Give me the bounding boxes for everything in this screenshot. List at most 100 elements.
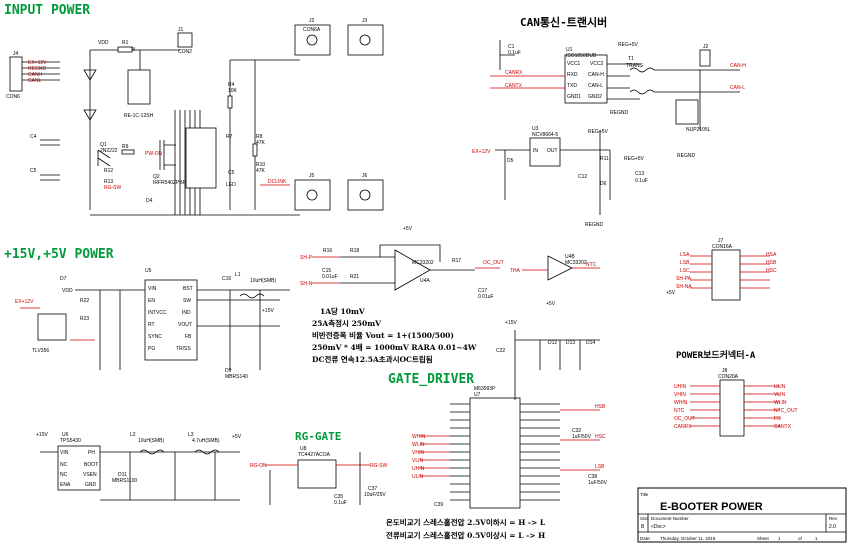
opamp-u4a [394, 249, 431, 291]
net-hsc: HSC [766, 268, 777, 274]
pin-bst: BST [183, 286, 193, 292]
label-j3: J3 [362, 18, 368, 24]
label-r8: R8 [256, 134, 263, 140]
label-relay: RE-1C-12SH [124, 113, 154, 119]
regulator-u3 [529, 137, 561, 167]
label-u5: U5 [145, 268, 152, 274]
label-r4: R4 [228, 82, 235, 88]
opamp-u4b [547, 255, 573, 281]
svg-text:REGND: REGND [28, 66, 46, 72]
label-led: LED [226, 182, 236, 188]
label-u7: U7 [474, 392, 481, 398]
net-j8-cantx: CANTX [774, 424, 792, 430]
label-tlv: TLV356 [32, 348, 49, 354]
label-l2-val: 10uH(SMB) [138, 438, 164, 444]
net-hsa: HSA [766, 252, 777, 258]
pin-txd: TXD [567, 83, 577, 89]
label-u3-part: NCV8664-5 [532, 132, 558, 138]
label-l3: L3 [188, 432, 194, 438]
label-r23: R23 [80, 316, 89, 322]
label-q2: Q2 [153, 174, 160, 180]
label-r7: R7 [226, 134, 233, 140]
note-line2: 25A측정시 250mV [312, 318, 381, 328]
net-canrx: CANRX [505, 70, 523, 76]
note-line5: DC전류 연속12.5A초과시OC트립됨 [312, 354, 433, 364]
net-ex12v-2: EX+12V [15, 299, 34, 305]
label-c13: C13 [635, 171, 644, 177]
label-15v-gd: +15V [505, 320, 517, 326]
label-l1-val: 10uH(SMB) [250, 278, 276, 284]
net-j8-oc-out: OC_OUT [674, 416, 695, 422]
note-bottom-1: 온도비교기 스레스홀전압 2.5V이하시 = H -> L [386, 517, 546, 527]
net-j8-vhin: VHIN [674, 392, 686, 398]
svg-text:+5V: +5V [546, 301, 556, 307]
net-hsc-gd: HSC [595, 434, 606, 440]
label-r4-val: 10K [228, 88, 238, 94]
pin-vcc1: VCC1 [567, 61, 581, 67]
net-j8-ntc-out: NTC_OUT [774, 408, 798, 414]
svg-text:EX+12V: EX+12V [28, 60, 47, 66]
net-vlin: VLIN [412, 458, 424, 464]
pin-en: EN [148, 298, 155, 304]
label-c17: C17 [478, 288, 487, 294]
title-label: Title [640, 492, 649, 497]
net-lsb-gd: LSB [595, 464, 605, 470]
sheet-label: Sheet [757, 536, 770, 541]
label-c35-val: 0.1uF [334, 500, 347, 506]
label-r13: R13 [104, 179, 113, 185]
label-u4a: U4A [420, 278, 430, 284]
label-regnd: REGND [610, 110, 628, 116]
connector-j8-block: J8 CON20A UHIN VHIN WHIN NTC OC_OUT CANR… [674, 368, 798, 437]
of-value: 1 [815, 536, 818, 541]
connector-j3 [347, 24, 384, 56]
ic-u1 [564, 54, 608, 104]
label-l2: L2 [130, 432, 136, 438]
label-d4: D4 [146, 198, 153, 204]
ic-u7 [469, 397, 521, 509]
tvs-nup2105l [675, 99, 699, 125]
label-q1-part: 2N2222 [100, 148, 118, 154]
label-5v-j7: +5V [666, 290, 676, 296]
label-reg5v-2: REG+5V [588, 129, 609, 135]
label-regnd-3: REGND [585, 222, 603, 228]
net-sh-p: SH-P [300, 255, 313, 261]
label-q1: Q1 [100, 142, 107, 148]
net-j8-uhin: UHIN [674, 384, 687, 390]
label-t1: T1 [628, 56, 634, 62]
net-ntc: NTC [586, 262, 597, 268]
connector-j7 [711, 249, 741, 301]
pin-ind: IND [182, 310, 191, 316]
net-wlin: WLIN [412, 442, 425, 448]
label-d6: D6 [600, 181, 607, 187]
label-d14: D14 [586, 340, 595, 346]
net-cantx: CANTX [505, 83, 523, 89]
sheet-value: 1 [778, 536, 781, 541]
section-title-input-power: INPUT POWER [4, 3, 90, 18]
label-c32: C32 [572, 428, 581, 434]
label-r11: R11 [600, 156, 609, 162]
label-trans: TRANS [626, 63, 644, 69]
section-title-power-board-connector: POWER보드커넥터-A [676, 349, 756, 361]
pin-intvcc: INTVCC [148, 310, 167, 316]
label-c5-cap: C5 [228, 170, 235, 176]
net-rg-on: RG-ON [250, 463, 267, 469]
label-r1: R1 [122, 40, 129, 46]
label-j2-part: CON6A [303, 27, 321, 33]
label-r16: R16 [323, 248, 332, 254]
pin-nc: NC [60, 462, 68, 468]
label-u4b: U4B [565, 254, 575, 260]
pin-ena: ENA [60, 482, 71, 488]
net-j8-ulin: ULIN [774, 384, 786, 390]
net-can-l-out: CAN-L [730, 85, 745, 91]
title-block: Title E-BOOTER POWER Size B Document Num… [637, 487, 847, 543]
ic-u6 [57, 445, 101, 491]
net-whin: WHIN [412, 434, 426, 440]
pin-sync: SYNC [148, 334, 162, 340]
net-sh-n: SH-N [300, 281, 313, 287]
net-shpa: SH-PA [676, 276, 692, 282]
connector-j4 [9, 56, 23, 92]
label-j2: J2 [309, 18, 315, 24]
net-can-h-out: CAN-H [730, 63, 746, 69]
label-j8: J8 [722, 368, 728, 374]
